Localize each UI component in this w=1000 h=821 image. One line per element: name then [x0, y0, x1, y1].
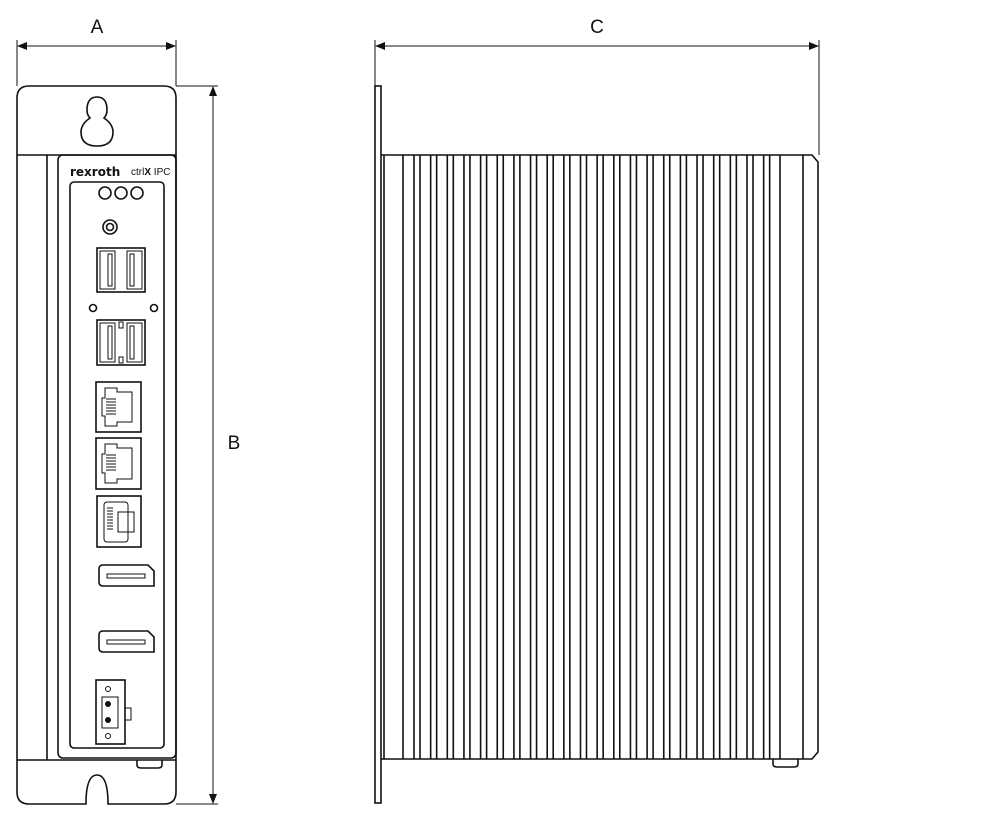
- front-view: rexroth ctrlX IPC: [16, 85, 177, 805]
- led-icon: [98, 186, 112, 200]
- dimension-b: B: [176, 85, 241, 805]
- heatsink-body: [381, 154, 819, 760]
- dimension-c-label: C: [590, 17, 604, 38]
- keyhole-icon: [80, 96, 114, 147]
- status-leds: [98, 186, 144, 200]
- power-connector: [95, 679, 132, 745]
- led-icon: [114, 186, 128, 200]
- usb-ports-2: [96, 319, 146, 366]
- ethernet-port-1: [95, 381, 142, 433]
- mounting-flange: [374, 85, 382, 804]
- connector-panel: [69, 181, 165, 749]
- displayport-2: [98, 630, 155, 653]
- reset-button: [102, 219, 118, 235]
- dimension-b-label: B: [228, 433, 241, 454]
- dimension-a-label: A: [91, 17, 104, 38]
- mounting-plate: [16, 85, 177, 805]
- front-housing: [57, 154, 177, 759]
- brand-logo: rexroth: [70, 165, 120, 179]
- dimension-a: A: [16, 17, 177, 86]
- ethernet-port-3: [96, 495, 142, 548]
- dimension-c: C: [374, 17, 820, 155]
- ethernet-port-2: [95, 437, 142, 490]
- usb-ports-1: [96, 247, 146, 293]
- product-name: ctrlX IPC: [131, 167, 170, 178]
- displayport-1: [98, 564, 155, 587]
- side-view: [374, 85, 819, 804]
- led-icon: [130, 186, 144, 200]
- heatsink-fins: [383, 155, 781, 759]
